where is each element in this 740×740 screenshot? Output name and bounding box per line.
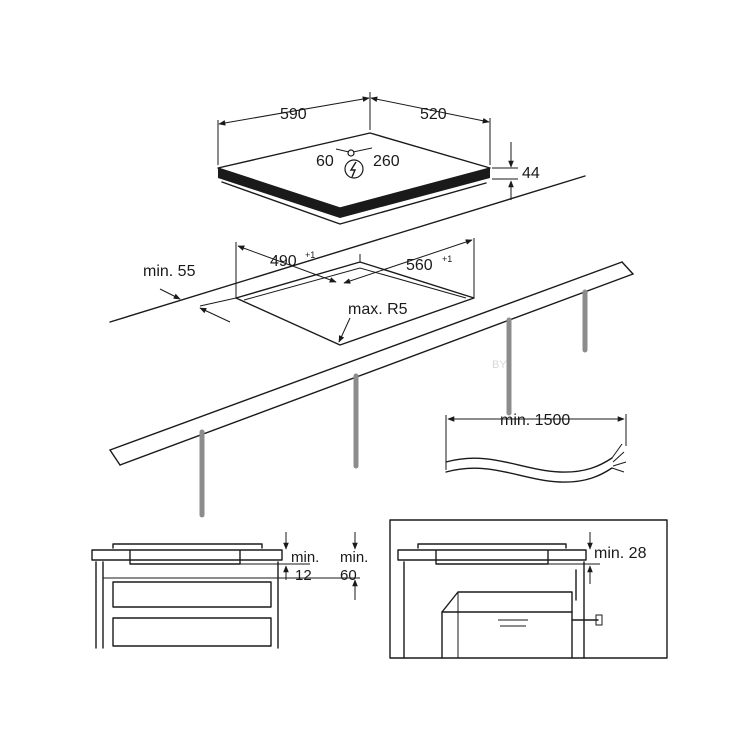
- oven-gap-label: min. 28: [594, 545, 647, 562]
- worktop-front-bottom: [119, 273, 634, 466]
- cutout-width-tolerance: +1: [305, 250, 315, 260]
- conn-b-label: 260: [373, 153, 400, 170]
- cable-upper: [445, 457, 613, 473]
- oven-hob-body: [435, 550, 549, 565]
- power-cable: [445, 414, 627, 483]
- depth-label: 520: [420, 106, 447, 123]
- worktop-right-end: [621, 261, 634, 275]
- radius-label: max. R5: [348, 301, 408, 318]
- oven-handle: [498, 619, 528, 627]
- hob-body: [129, 550, 241, 565]
- drawer-front-2: [112, 617, 272, 647]
- cutout-width-dim: [237, 245, 337, 283]
- worktop: [109, 175, 634, 466]
- height-label: 44: [522, 165, 540, 182]
- cable-wires: [611, 443, 627, 473]
- width-label: 590: [280, 106, 307, 123]
- cable-lower: [445, 467, 613, 483]
- edge-ext: [199, 297, 237, 307]
- depth-dim-line: [370, 96, 490, 124]
- hob-glass: [112, 543, 263, 549]
- oven-worktop: [397, 549, 587, 561]
- oven-hob-glass: [417, 543, 567, 549]
- gap-min-value: 12: [295, 567, 312, 584]
- drawer-front-1: [112, 581, 272, 608]
- radius-arrow: [338, 317, 351, 343]
- conn-a-label: 60: [316, 153, 334, 170]
- side-section-oven: [389, 519, 668, 659]
- connection-point: [347, 149, 355, 157]
- side-section-drawers: [91, 532, 360, 649]
- oven-body: [441, 591, 573, 659]
- hob-top-view: [217, 92, 518, 225]
- cutout-width-label: 490: [270, 253, 297, 270]
- cutout-depth-label: 560: [406, 257, 433, 274]
- cutout-depth-dim: [343, 239, 473, 284]
- width-dim-line: [218, 96, 370, 126]
- conn-b-dim: [352, 147, 373, 153]
- conn-a-dim: [335, 148, 350, 153]
- worktop-front-top: [109, 261, 623, 451]
- gap-min2-label: min.: [340, 549, 368, 566]
- edge-arrow-out: [199, 307, 231, 323]
- lightning-icon: [344, 159, 364, 179]
- gap-min-label: min.: [291, 549, 319, 566]
- cutout-depth-tolerance: +1: [442, 254, 452, 264]
- worktop-section: [91, 549, 283, 561]
- worktop-left-end: [109, 449, 121, 466]
- hob-edge: [218, 168, 490, 218]
- gap-min2-value: 60: [340, 567, 357, 584]
- cable-min-label: min. 1500: [500, 412, 570, 429]
- edge-arrow-in: [159, 288, 181, 300]
- edge-min-label: min. 55: [143, 263, 196, 280]
- hob-bottom: [221, 181, 487, 225]
- cabinet-legs: [199, 289, 588, 518]
- oven-frame: [389, 519, 668, 659]
- watermark-text: BY: [492, 359, 507, 371]
- oven-connector-plug: [595, 614, 603, 626]
